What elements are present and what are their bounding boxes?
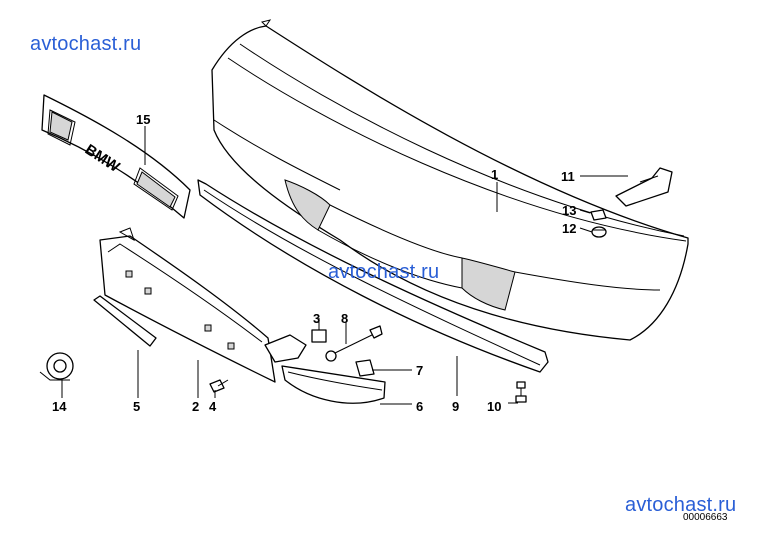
bolt-part-10 xyxy=(515,381,527,403)
clip-part-13 xyxy=(590,209,607,221)
leader-lines xyxy=(61,126,628,405)
rod-part-8 xyxy=(325,325,383,362)
clip-part-3 xyxy=(311,329,327,343)
trim-strip-part-5 xyxy=(93,295,157,347)
bushing-part-14 xyxy=(39,352,74,381)
callout-11: 11 xyxy=(561,169,575,184)
bumper-shell-part-1 xyxy=(211,19,689,341)
callout-7: 7 xyxy=(416,363,423,378)
nut-part-12 xyxy=(591,226,607,238)
callout-9: 9 xyxy=(452,399,459,414)
callout-2: 2 xyxy=(192,399,199,414)
diagram-number: 00006663 xyxy=(683,512,728,523)
callout-6: 6 xyxy=(416,399,423,414)
support-strip-part-9 xyxy=(197,179,549,373)
callout-8: 8 xyxy=(341,311,348,326)
callout-1: 1 xyxy=(491,167,498,182)
clip-part-7 xyxy=(355,359,375,377)
callout-13: 13 xyxy=(562,203,576,218)
grille-plate-part-15: BMW xyxy=(41,94,191,219)
screw-part-4 xyxy=(209,379,229,393)
watermark-bottom-right: avtochast.ru xyxy=(625,494,737,516)
callout-4: 4 xyxy=(209,399,217,414)
watermark-center: avtochast.ru xyxy=(328,261,440,283)
callout-10: 10 xyxy=(487,399,501,414)
plate-holder-part-2 xyxy=(99,227,307,383)
side-trim-part-6 xyxy=(281,365,386,404)
callout-12: 12 xyxy=(562,221,576,236)
callouts: 1 2 3 4 5 6 7 8 9 10 11 12 13 14 15 xyxy=(52,112,576,414)
callout-14: 14 xyxy=(52,399,67,414)
callout-15: 15 xyxy=(136,112,150,127)
callout-3: 3 xyxy=(313,311,320,326)
watermark-top-left: avtochast.ru xyxy=(30,33,142,55)
bracket-part-11 xyxy=(615,167,673,207)
callout-5: 5 xyxy=(133,399,140,414)
